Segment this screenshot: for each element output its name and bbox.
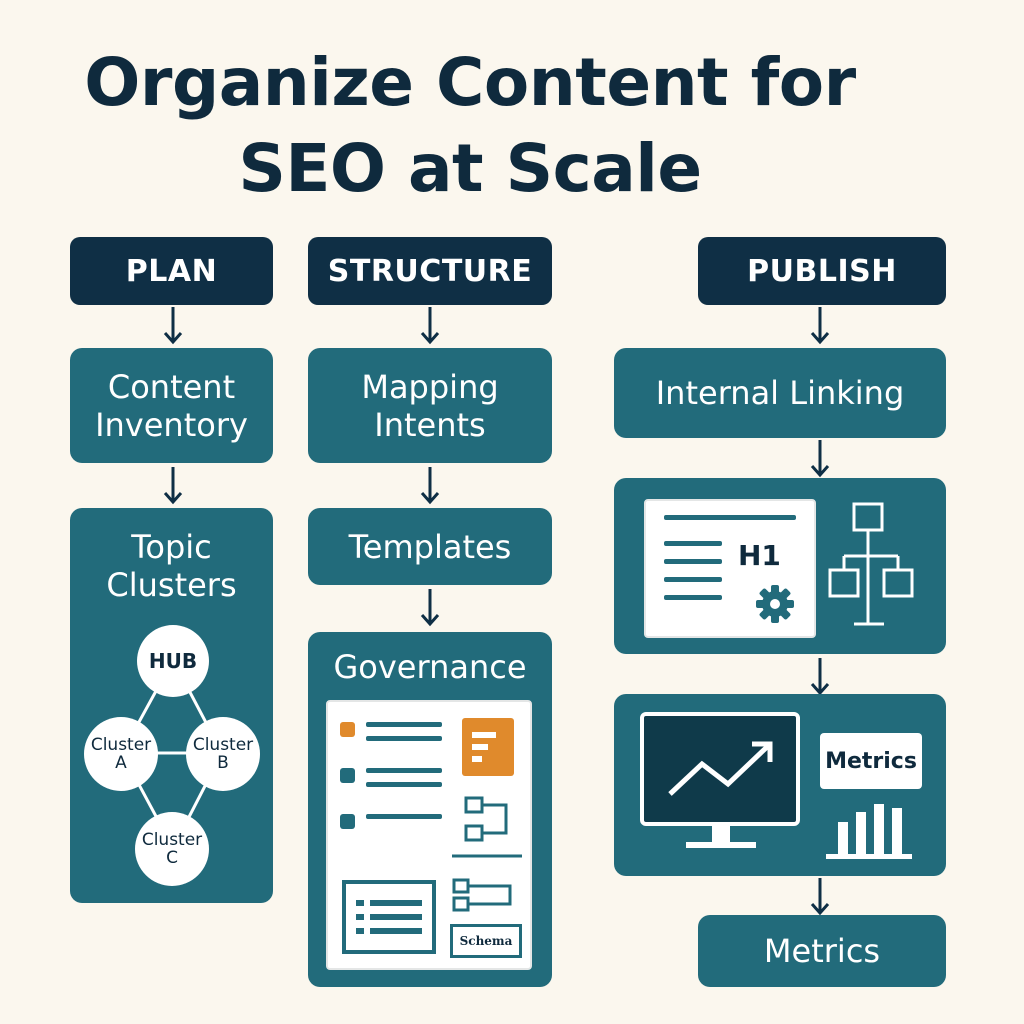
structure-sitemap-icon: [452, 796, 522, 858]
schema-icon: [452, 878, 512, 912]
content-inventory-line1: Content: [107, 367, 236, 406]
cluster-c-line1: Cluster: [141, 830, 203, 850]
content-inventory-box: Content Inventory: [70, 348, 273, 463]
publish-arrow-1: [810, 307, 830, 345]
publish-arrow-4: [810, 878, 830, 916]
document-icon: [462, 718, 514, 776]
plan-header: PLAN: [70, 237, 273, 305]
schema-label: Schema: [459, 934, 513, 948]
structure-arrow-3: [420, 589, 440, 627]
cluster-a-line2: A: [115, 753, 127, 773]
structure-arrow-1: [420, 307, 440, 345]
templates-box: Templates: [308, 508, 552, 585]
h1-tag: H1: [738, 539, 781, 572]
sitemap-icon: [828, 502, 914, 626]
content-inventory-line2: Inventory: [95, 405, 248, 444]
cluster-c-line2: C: [166, 848, 178, 868]
gear-icon: [756, 585, 794, 623]
schema-box: Schema: [450, 924, 522, 958]
mapping-intents-box: Mapping Intents: [308, 348, 552, 463]
hub-node: HUB: [137, 625, 209, 697]
structure-header-label: STRUCTURE: [327, 253, 533, 289]
internal-linking-label: Internal Linking: [655, 374, 905, 412]
publish-header: PUBLISH: [698, 237, 946, 305]
publish-header-label: PUBLISH: [747, 253, 897, 289]
structure-arrow-2: [420, 467, 440, 505]
cluster-b-line2: B: [217, 753, 229, 773]
publish-arrow-2: [810, 440, 830, 478]
topic-clusters-line1: Topic: [131, 528, 212, 566]
plan-arrow-1: [163, 307, 183, 345]
metrics-final-label: Metrics: [763, 932, 881, 970]
publish-arrow-3: [810, 658, 830, 696]
metrics-final-box: Metrics: [698, 915, 946, 987]
trend-chart-icon: [640, 712, 800, 848]
title-line-2: SEO at Scale: [238, 130, 702, 207]
page-title: Organize Content for SEO at Scale: [0, 40, 940, 212]
mapping-intents-line1: Mapping: [361, 367, 499, 406]
plan-arrow-2: [163, 467, 183, 505]
structure-header: STRUCTURE: [308, 237, 552, 305]
checklist-icon: [340, 722, 442, 832]
title-line-1: Organize Content for: [84, 44, 856, 121]
cluster-a-node: Cluster A: [84, 717, 158, 791]
cluster-b-line1: Cluster: [192, 735, 254, 755]
templates-label: Templates: [348, 527, 512, 566]
table-icon: [342, 880, 436, 954]
cluster-c-node: Cluster C: [135, 812, 209, 886]
internal-linking-box: Internal Linking: [614, 348, 946, 438]
plan-header-label: PLAN: [125, 253, 218, 289]
cluster-a-line1: Cluster: [90, 735, 152, 755]
mapping-intents-line2: Intents: [374, 405, 486, 444]
topic-clusters-line2: Clusters: [106, 566, 237, 604]
metrics-card-label: Metrics: [825, 748, 917, 774]
governance-label: Governance: [333, 648, 527, 686]
metrics-card: Metrics: [820, 733, 922, 789]
page-document-panel: H1: [644, 499, 816, 638]
hub-node-label: HUB: [148, 649, 198, 673]
bar-chart-icon: [826, 804, 912, 859]
cluster-b-node: Cluster B: [186, 717, 260, 791]
